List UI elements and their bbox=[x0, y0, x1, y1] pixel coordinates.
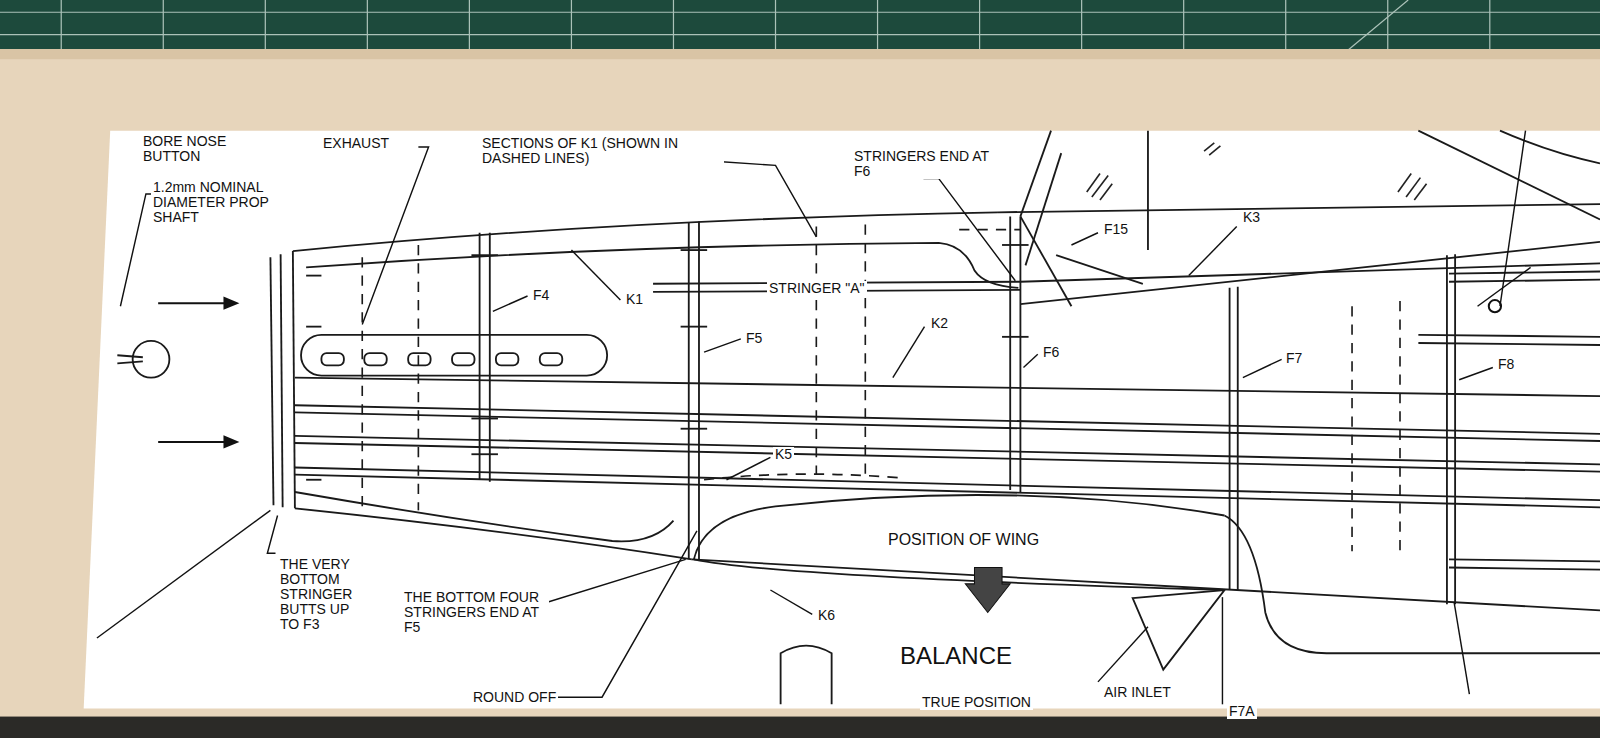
part-label: 1.2mm NOMINAL DIAMETER PROP SHAFT bbox=[151, 180, 288, 225]
part-label: K6 bbox=[816, 608, 837, 623]
part-label: K1 bbox=[624, 292, 645, 307]
part-label: BALANCE bbox=[898, 643, 1014, 669]
part-label: THE BOTTOM FOUR STRINGERS END AT F5 bbox=[402, 590, 549, 635]
part-label: BORE NOSE BUTTON bbox=[141, 134, 267, 164]
part-label: STRINGER "A" bbox=[767, 281, 867, 296]
part-label: SECTIONS OF K1 (SHOWN IN DASHED LINES) bbox=[480, 136, 724, 166]
part-label: F8 bbox=[1496, 357, 1516, 372]
part-label: ROUND OFF bbox=[471, 690, 558, 705]
part-label: F7A bbox=[1227, 704, 1257, 719]
part-label: F5 bbox=[744, 331, 764, 346]
part-label: K2 bbox=[929, 316, 950, 331]
part-label: EXHAUST bbox=[321, 136, 391, 151]
part-label: F15 bbox=[1102, 222, 1130, 237]
part-label: K3 bbox=[1241, 210, 1262, 225]
part-label: THE VERY BOTTOM STRINGER BUTTS UP TO F3 bbox=[278, 557, 366, 632]
part-label: F6 bbox=[1041, 345, 1061, 360]
part-label: STRINGERS END AT F6 bbox=[852, 149, 1009, 179]
part-label: AIR INLET bbox=[1102, 685, 1173, 700]
part-label: K5 bbox=[773, 447, 794, 462]
part-label: F4 bbox=[531, 288, 551, 303]
part-label: TRUE POSITION bbox=[920, 695, 1033, 710]
part-label: POSITION OF WING bbox=[886, 531, 1041, 549]
part-label: F7 bbox=[1284, 351, 1304, 366]
